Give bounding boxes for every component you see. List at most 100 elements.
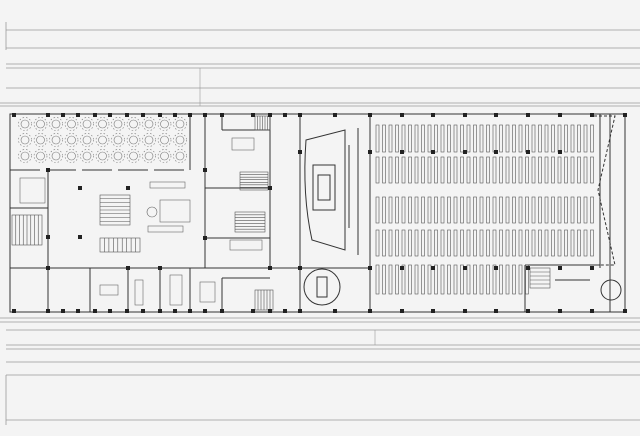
column — [93, 113, 97, 117]
column — [268, 266, 272, 270]
seating-row — [434, 264, 438, 295]
seating-row — [570, 156, 575, 184]
column — [400, 113, 404, 117]
column — [46, 309, 50, 313]
dining-table — [51, 135, 61, 145]
building-outline — [9, 113, 626, 313]
column — [158, 113, 162, 117]
seating-row — [473, 156, 477, 184]
seating-row — [564, 124, 568, 153]
dining-table — [36, 135, 45, 145]
column — [558, 309, 562, 313]
seating-row — [499, 264, 503, 295]
dining-chairs — [173, 133, 187, 147]
seating-row — [408, 124, 412, 153]
seating-row — [531, 156, 536, 184]
seating-row — [486, 196, 490, 224]
dining-chairs — [18, 149, 32, 163]
column — [188, 309, 192, 313]
seating-row — [525, 229, 529, 257]
dining-table — [129, 119, 138, 129]
seating-row — [499, 124, 503, 153]
column — [298, 309, 302, 313]
furniture — [19, 137, 263, 306]
dining-chairs — [111, 149, 125, 163]
seating-row — [525, 156, 529, 184]
seating-row — [434, 229, 438, 257]
dining-table — [67, 135, 76, 145]
seating-row — [577, 196, 581, 224]
seating-row — [486, 229, 490, 257]
column — [46, 168, 50, 172]
seating-row — [460, 264, 464, 295]
dining-chairs — [173, 149, 187, 163]
dining-chairs — [157, 117, 172, 131]
seating-row — [408, 196, 412, 224]
seating-row — [570, 124, 575, 153]
dining-chairs — [80, 149, 94, 163]
seating-row — [564, 156, 568, 184]
column — [251, 113, 255, 117]
dining-table — [160, 135, 169, 145]
seating-row — [583, 196, 588, 224]
column — [431, 266, 435, 270]
seating-row — [421, 264, 425, 295]
seating-row — [453, 156, 458, 184]
seating-row — [421, 124, 425, 153]
seating-row — [427, 124, 432, 153]
seating-row — [492, 156, 497, 184]
seating-row — [473, 196, 477, 224]
column — [400, 266, 404, 270]
column — [158, 309, 162, 313]
column — [12, 309, 16, 313]
seating-row — [375, 264, 380, 295]
stairs — [11, 115, 551, 311]
dining-chairs — [80, 133, 94, 147]
column — [463, 113, 467, 117]
column — [61, 113, 65, 117]
dining-table — [113, 135, 123, 145]
stair-outline — [239, 171, 269, 191]
dining-table — [67, 119, 76, 129]
seating-row — [375, 196, 380, 224]
seating-row — [590, 156, 594, 184]
column — [78, 186, 82, 190]
seating-row — [395, 124, 399, 153]
dining-table — [144, 119, 154, 129]
seating-row — [427, 156, 432, 184]
seating-row — [460, 124, 464, 153]
seating-row — [577, 156, 581, 184]
stair-outline — [234, 211, 266, 233]
seating-row — [551, 124, 555, 153]
seating-row — [473, 264, 477, 295]
street-lines — [0, 22, 640, 425]
dining-chairs — [111, 133, 125, 147]
column — [298, 113, 302, 117]
dining-table — [82, 135, 92, 145]
seating-row — [401, 196, 406, 224]
stage-area — [303, 115, 622, 306]
seating-row — [427, 264, 432, 295]
column — [126, 186, 130, 190]
seating-row — [499, 229, 503, 257]
dining-table — [20, 119, 30, 129]
seating-row — [505, 229, 510, 257]
column — [590, 309, 594, 313]
seating-row — [479, 196, 484, 224]
dining-chairs — [173, 117, 187, 131]
column — [108, 113, 112, 117]
dining-table — [20, 151, 30, 161]
dining-table — [98, 151, 107, 161]
seating-row — [447, 124, 451, 153]
seating-row — [440, 264, 445, 295]
column — [368, 266, 372, 270]
seating-row — [486, 124, 490, 153]
column — [558, 113, 562, 117]
seating-row — [492, 264, 497, 295]
seating-row — [518, 229, 523, 257]
seating-row — [414, 196, 419, 224]
dining-table — [175, 135, 185, 145]
dining-table — [36, 151, 45, 161]
seating-row — [479, 229, 484, 257]
